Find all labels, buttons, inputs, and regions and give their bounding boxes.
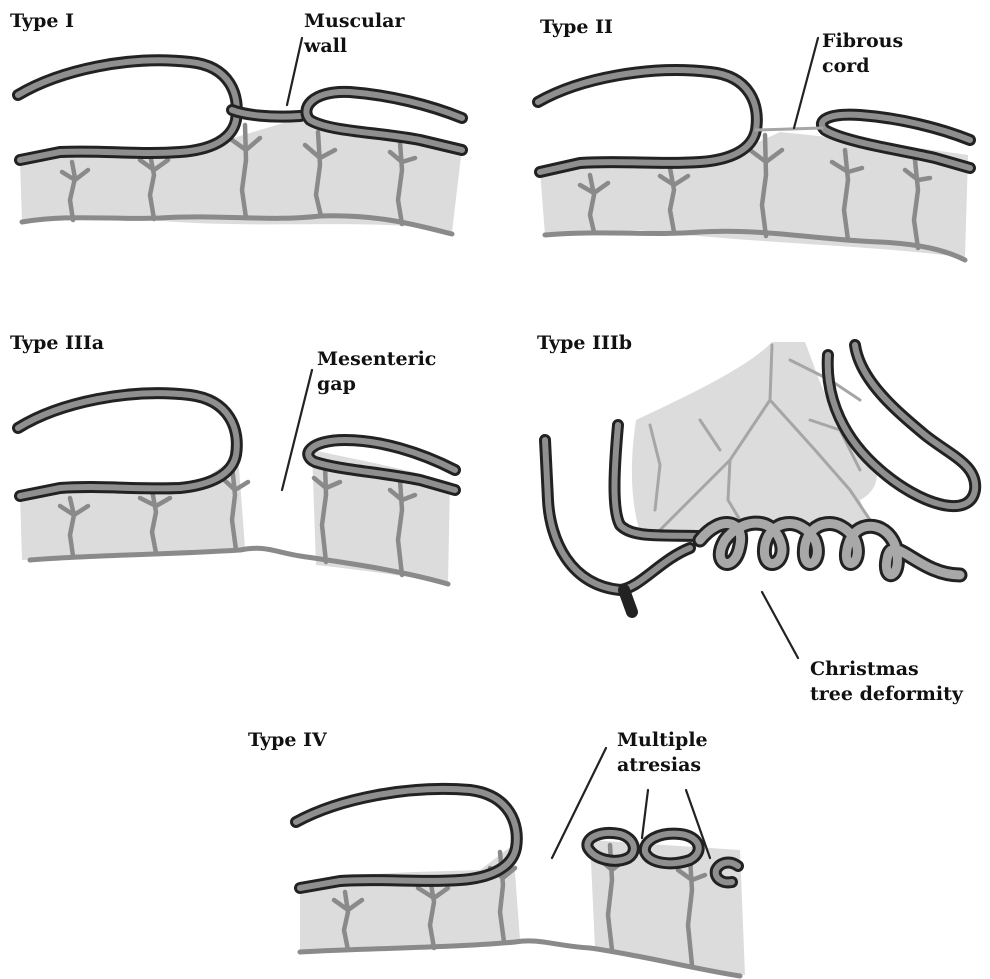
- label-type-4: Type IV: [248, 729, 328, 751]
- label-muscular-wall-2: wall: [303, 35, 347, 57]
- label-multiple-atresias-1: Multiple: [617, 729, 708, 751]
- mesentery-proximal: [300, 845, 520, 950]
- leader-christmas-tree: [762, 592, 798, 658]
- label-type-3a: Type IIIa: [10, 332, 104, 354]
- label-mesenteric-gap-1: Mesenteric: [317, 348, 436, 370]
- fibrous-cord: [756, 128, 822, 130]
- leader-mesenteric-gap: [282, 370, 312, 490]
- mesentery: [632, 342, 877, 532]
- panel-type-1: Type I Muscular wall: [10, 10, 462, 234]
- vascular-stalk-tail: [624, 590, 632, 612]
- panel-type-3b: Type IIIb Christmas tree deformity: [537, 332, 975, 705]
- label-mesenteric-gap-2: gap: [317, 373, 356, 395]
- panel-type-4: Type IV Multiple atresias: [248, 729, 745, 976]
- label-fibrous-cord-2: cord: [822, 55, 870, 77]
- label-type-3b: Type IIIb: [537, 332, 632, 354]
- label-christmas-tree-2: tree deformity: [810, 683, 964, 705]
- label-type-1: Type I: [10, 10, 74, 32]
- mesentery-proximal: [20, 455, 245, 560]
- leader-muscular-wall: [287, 38, 302, 105]
- proximal-bowel: [18, 60, 237, 160]
- panel-type-2: Type II Fibrous cord: [538, 16, 970, 260]
- panel-type-3a: Type IIIa Mesenteric gap: [10, 332, 455, 584]
- leader-atresia-1: [642, 790, 648, 838]
- label-fibrous-cord-1: Fibrous: [822, 30, 903, 52]
- label-multiple-atresias-2: atresias: [617, 754, 701, 776]
- label-christmas-tree-1: Christmas: [810, 658, 919, 680]
- label-muscular-wall-1: Muscular: [304, 10, 405, 32]
- label-type-2: Type II: [540, 16, 613, 38]
- leader-fibrous-cord: [794, 38, 818, 128]
